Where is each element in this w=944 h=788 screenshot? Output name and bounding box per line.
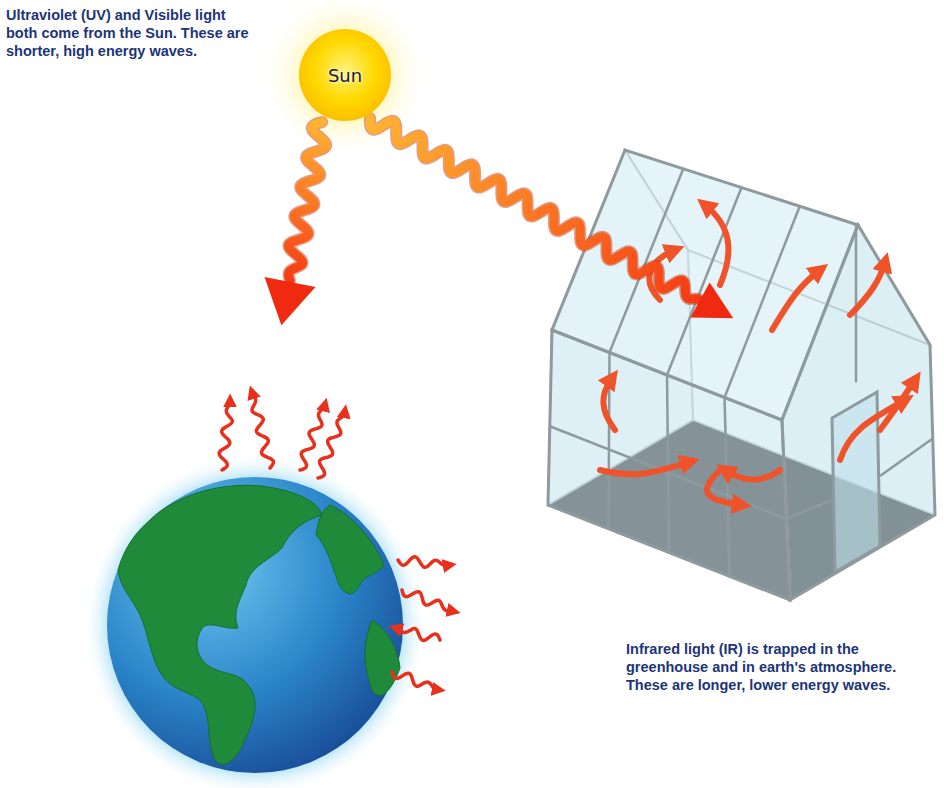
frame-bar (880, 439, 933, 477)
sunlight-to-earth (288, 122, 326, 281)
continents (118, 485, 400, 764)
infrared-arrow (392, 672, 439, 690)
frame-bar (550, 426, 787, 519)
sunlight-to-earth-head (265, 277, 316, 325)
sun-label: Sun (328, 65, 362, 86)
infrared-arrow (219, 400, 232, 470)
infrared-arrow (252, 392, 273, 468)
sunlight-to-greenhouse (370, 118, 699, 300)
explanation-note: Ultraviolet (UV) and Visible light both … (6, 6, 258, 60)
sunlight-to-greenhouse-head (690, 282, 733, 318)
sunlight-to-earth-shadow (288, 122, 326, 281)
trapped-heat-arrows (600, 205, 915, 505)
greenhouse-frame (550, 169, 933, 577)
frame-bar (725, 398, 730, 577)
infrared-arrow (396, 628, 440, 640)
sun-node: Sun (299, 29, 391, 121)
atmosphere-glow (83, 453, 427, 788)
explanation-note: Infrared light (IR) is trapped in the gr… (626, 640, 926, 694)
frame-bar (667, 375, 669, 553)
infrared-arrow (402, 590, 454, 611)
sunlight-to-greenhouse-shadow (370, 118, 699, 300)
frame-bar (786, 500, 832, 519)
infrared-arrow (398, 557, 450, 568)
earth-globe (107, 477, 403, 773)
greenhouse (548, 150, 935, 600)
infrared-arrow (318, 411, 345, 478)
